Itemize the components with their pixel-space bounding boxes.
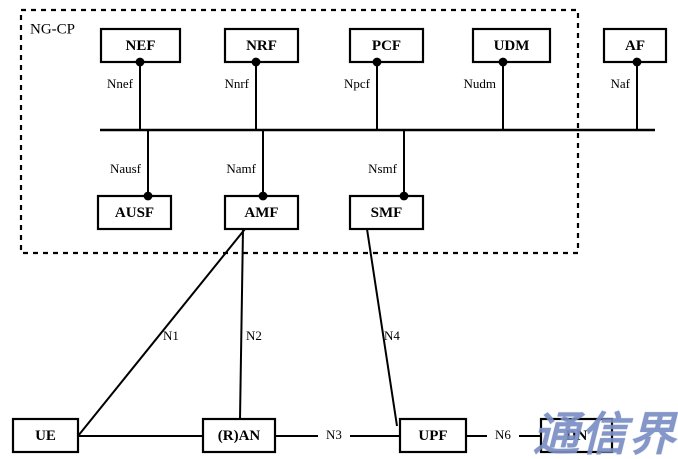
link-label-n1: N1: [163, 328, 179, 343]
top-network-functions-layer: NEF Nnef NRF Nnrf PCF Npcf UDM Nudm AF Naf: [99, 27, 668, 130]
interface-label-nsmf: Nsmf: [368, 161, 398, 176]
node-label-ran: (R)AN: [218, 428, 261, 444]
ng-cp-group-label: NG-CP: [30, 21, 75, 37]
node-box-pcf[interactable]: [348, 27, 425, 64]
link-n4: [366, 228, 398, 427]
node-box-upf[interactable]: [398, 417, 468, 454]
node-box-ran[interactable]: [201, 417, 277, 454]
node-box-amf[interactable]: [223, 194, 300, 231]
node-box-smf[interactable]: [348, 194, 425, 231]
interface-label-npcf: Npcf: [344, 76, 371, 91]
node-label-ausf: AUSF: [115, 205, 154, 221]
node-box-nrf[interactable]: [223, 27, 300, 64]
node-nrf[interactable]: NRF: [223, 27, 300, 64]
node-label-smf: SMF: [371, 205, 403, 221]
interface-dot-nsmf: [399, 191, 409, 201]
interface-label-naf: Naf: [611, 76, 631, 91]
node-nef[interactable]: NEF: [99, 27, 182, 64]
node-box-ausf[interactable]: [96, 194, 173, 231]
interface-dot-nausf: [143, 191, 153, 201]
node-label-dn: DN: [566, 428, 588, 444]
link-label-n3: N3: [326, 427, 342, 442]
node-box-af[interactable]: [602, 27, 668, 64]
interface-label-nnrf: Nnrf: [224, 76, 249, 91]
node-label-ue: UE: [35, 428, 56, 444]
interface-label-namf: Namf: [226, 161, 256, 176]
node-ue[interactable]: UE: [11, 417, 80, 454]
node-af[interactable]: AF: [602, 27, 668, 64]
node-amf[interactable]: AMF: [223, 194, 300, 231]
node-label-nef: NEF: [126, 38, 156, 54]
node-label-nrf: NRF: [246, 38, 277, 54]
interface-dot-nnef: [135, 57, 145, 67]
node-udm[interactable]: UDM: [471, 27, 552, 64]
link-n2: [239, 228, 244, 420]
link-n1: [77, 228, 246, 437]
node-label-upf: UPF: [418, 428, 447, 444]
interface-dot-nnrf: [251, 57, 261, 67]
node-label-udm: UDM: [494, 38, 530, 54]
node-dn[interactable]: DN: [539, 417, 614, 454]
node-label-af: AF: [625, 38, 645, 54]
interface-label-nausf: Nausf: [110, 161, 142, 176]
node-box-udm[interactable]: [471, 27, 552, 64]
interface-dot-namf: [258, 191, 268, 201]
node-smf[interactable]: SMF: [348, 194, 425, 231]
interface-dot-npcf: [372, 57, 382, 67]
interface-label-nudm: Nudm: [464, 76, 497, 91]
node-label-pcf: PCF: [372, 38, 401, 54]
node-label-amf: AMF: [244, 205, 278, 221]
link-label-n4: N4: [384, 328, 400, 343]
interface-dot-nudm: [498, 57, 508, 67]
node-upf[interactable]: UPF: [398, 417, 468, 454]
link-label-n6: N6: [495, 427, 511, 442]
node-ran[interactable]: (R)AN: [201, 417, 277, 454]
link-label-n2: N2: [246, 328, 262, 343]
node-box-ue[interactable]: [11, 417, 80, 454]
node-ausf[interactable]: AUSF: [96, 194, 173, 231]
interface-label-nnef: Nnef: [107, 76, 134, 91]
node-pcf[interactable]: PCF: [348, 27, 425, 64]
user-plane-nodes-layer: UE (R)AN UPF DN: [11, 417, 614, 454]
interface-dot-naf: [632, 57, 642, 67]
